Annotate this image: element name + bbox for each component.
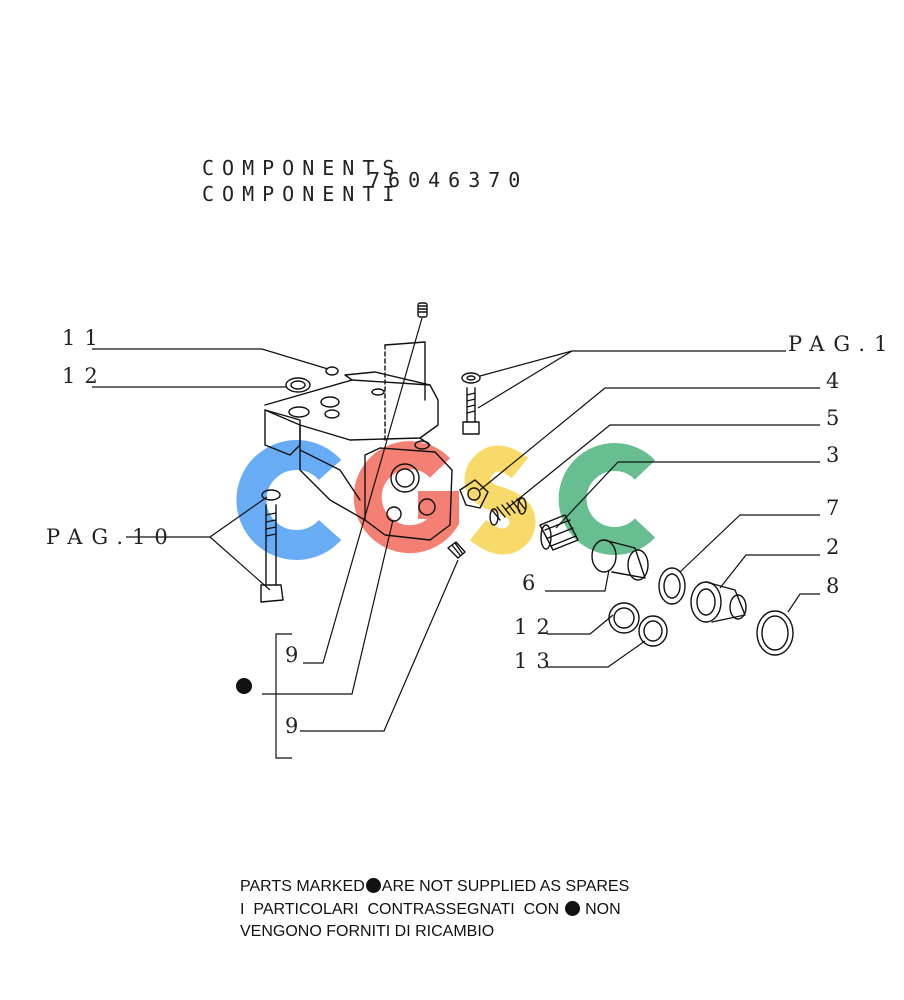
callout-6: 6	[522, 571, 545, 595]
grub-screw-top	[417, 302, 428, 318]
part-number: 76046370	[368, 168, 529, 192]
part-5-spring	[489, 497, 527, 526]
washer-11	[325, 366, 339, 376]
part-2-piston	[690, 581, 747, 623]
callout-5: 5	[826, 406, 849, 430]
note-line-2: I PARTICOLARI CONTRASSEGNATI CON NON	[240, 901, 621, 919]
callout-12-bottom: 12	[514, 615, 559, 639]
note-line-3: VENGONO FORNITI DI RICAMBIO	[240, 923, 495, 940]
part-4-plug	[459, 479, 489, 509]
watermark-letter-c2	[558, 443, 656, 555]
bullet-marker-icon	[564, 901, 580, 916]
leader-lines	[92, 317, 820, 759]
callout-9-top: 9	[285, 643, 308, 667]
watermark-letter-c1	[236, 440, 342, 560]
callout-13: 13	[514, 649, 559, 673]
part-13-ring	[638, 615, 668, 647]
part-8-snap-ring	[756, 610, 794, 656]
watermark-letter-g	[353, 441, 459, 554]
callout-2: 2	[826, 535, 849, 559]
bolt-pag1	[461, 372, 481, 435]
callout-12-top: 12	[62, 364, 107, 388]
bullet-marker-icon	[365, 878, 381, 893]
part-3-spool	[539, 514, 579, 551]
note-line-1-pre: PARTS MARKED	[240, 878, 365, 895]
title-componenti: COMPONENTI	[202, 182, 403, 206]
note-line-1-post: ARE NOT SUPPLIED AS SPARES	[381, 878, 630, 895]
watermark-letter-s	[464, 445, 536, 555]
callout-8: 8	[826, 574, 849, 598]
watermark-logo	[236, 440, 656, 560]
note-line-2-post: NON	[585, 901, 621, 918]
part-7-ring	[658, 567, 686, 605]
callout-7: 7	[826, 496, 849, 520]
note-line-1: PARTS MARKED ARE NOT SUPPLIED AS SPARES	[240, 878, 629, 896]
callout-pag10: PAG.10	[46, 525, 177, 549]
part-6-bushing	[591, 539, 649, 581]
callout-9-bottom: 9	[285, 714, 308, 738]
washer-12-top	[285, 377, 311, 393]
grub-screw-side	[447, 541, 466, 559]
note-line-2-pre: I PARTICOLARI CONTRASSEGNATI CON	[240, 901, 560, 918]
valve-housing	[264, 341, 453, 541]
title-components: COMPONENTS	[202, 156, 403, 180]
callout-pag1: PAG.1	[788, 332, 897, 356]
bolt-pag10	[260, 489, 284, 603]
callout-4: 4	[826, 369, 849, 393]
not-supplied-marker	[236, 678, 252, 694]
callout-3: 3	[826, 443, 849, 467]
callout-11: 11	[62, 326, 107, 350]
